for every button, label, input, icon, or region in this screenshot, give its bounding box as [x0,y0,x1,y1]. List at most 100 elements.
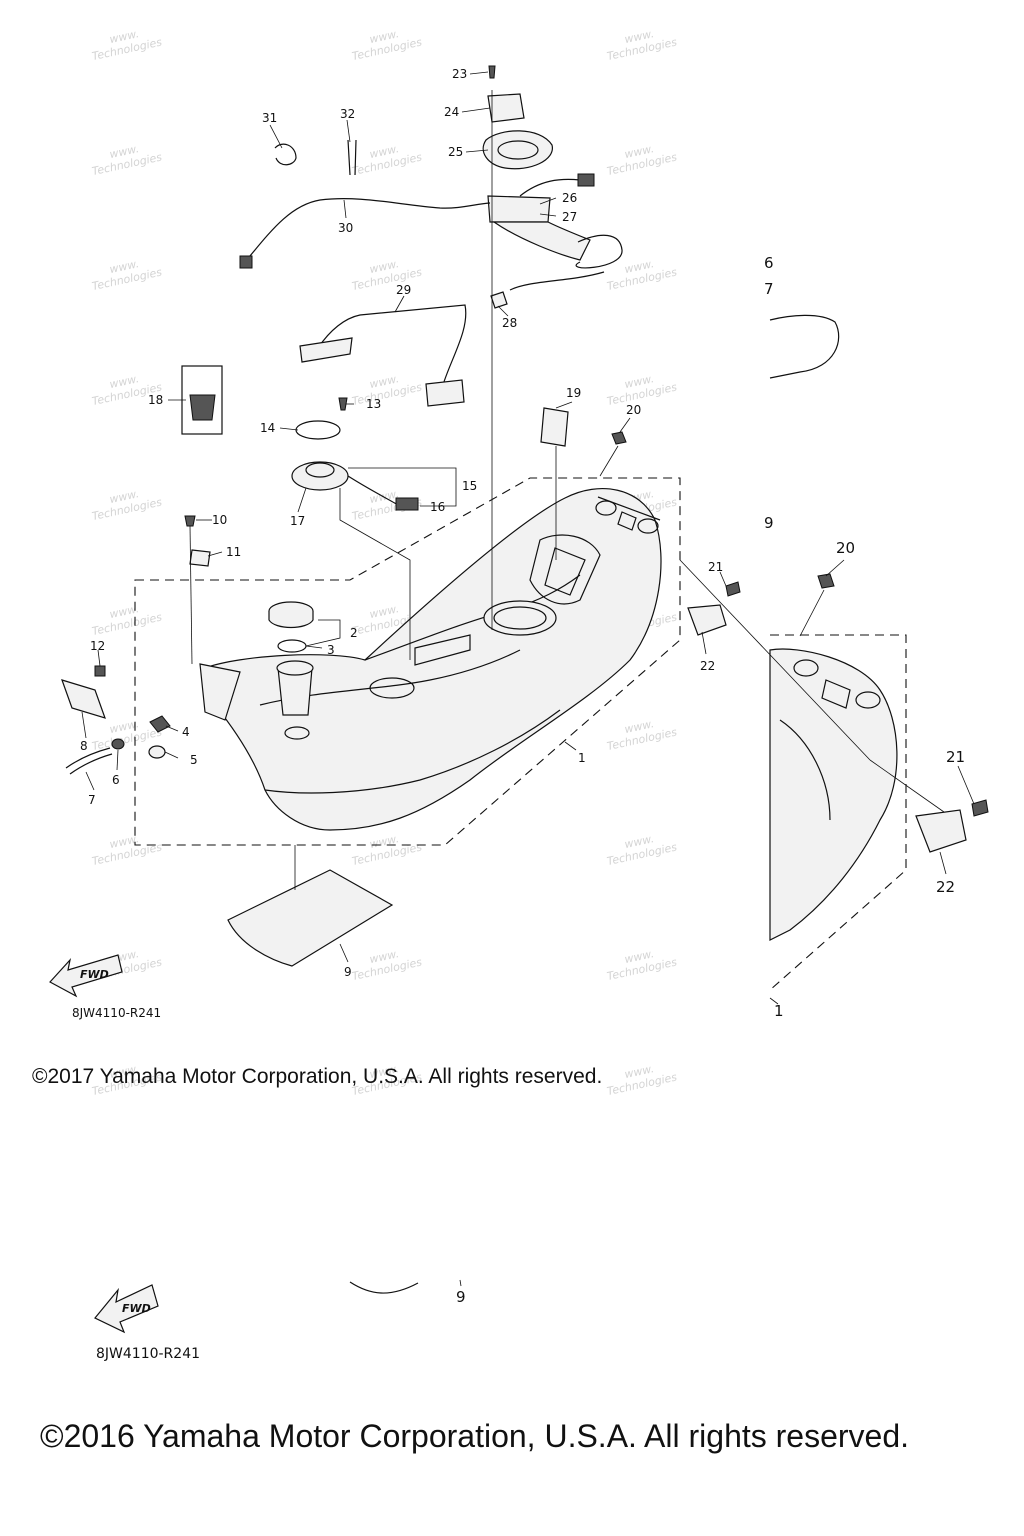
callout-2[interactable]: 2 [350,626,358,640]
tank-side-bracket [199,663,241,721]
callout-14[interactable]: 14 [260,421,275,435]
callout-20[interactable]: 20 [626,403,641,417]
pump-ring-inner [497,140,539,160]
callout-4[interactable]: 4 [182,725,190,739]
clamp-6 [111,738,125,750]
callout-1[interactable]: 1 [578,751,586,765]
detail-nut-20 [817,573,835,589]
diagram-code: 8JW4110-R241 [72,1006,161,1020]
screw-23 [488,65,496,79]
detail-bracket-22 [915,809,967,853]
watermark-line1: www. [623,372,655,391]
watermark-text: www.Technologies [603,943,678,983]
fuel-cock-fitting [149,715,171,733]
watermark-line1: www. [108,372,140,391]
copyright-2017: ©2017 Yamaha Motor Corporation, U.S.A. A… [32,1065,603,1088]
sender-gasket [295,420,341,440]
watermark-line1: www. [368,1062,400,1081]
callout-18[interactable]: 18 [148,393,163,407]
callout-31[interactable]: 31 [262,111,277,125]
cap-gasket [277,639,307,653]
callout-29[interactable]: 29 [396,283,411,297]
detail-callout-22[interactable]: 22 [936,878,955,896]
collar-11 [189,549,211,567]
watermark-text: www.Technologies [88,483,163,523]
callout-13[interactable]: 13 [366,397,381,411]
callout-23[interactable]: 23 [452,67,467,81]
lower-callout-9[interactable]: 9 [456,1288,466,1306]
fitting-28 [490,291,508,309]
callout-19[interactable]: 19 [566,386,581,400]
watermark-text: www.Technologies [603,828,678,868]
callout-5[interactable]: 5 [190,753,198,767]
watermark-text: www.Technologies [88,828,163,868]
fuel-sender-unit [291,461,419,511]
callout-15[interactable]: 15 [462,479,477,493]
fwd-label: FWD [80,968,109,981]
copyright-2016: ©2016 Yamaha Motor Corporation, U.S.A. A… [40,1418,910,1454]
callout-3[interactable]: 3 [327,643,335,657]
callout-16[interactable]: 16 [430,500,445,514]
watermark-text: www.Technologies [88,253,163,293]
bolt-10 [184,515,196,527]
detail-callout-20[interactable]: 20 [836,539,855,557]
edge-callout-9: 9 [764,514,774,532]
callout-9[interactable]: 9 [344,965,352,979]
watermark-text: www.Technologies [348,23,423,63]
watermark-line1: www. [623,142,655,161]
protector-plate [61,679,106,719]
clip-12 [94,665,106,677]
callout-labels: 1 2 3 4 5 6 7 8 9 10 11 12 13 14 15 16 1… [80,67,965,1306]
watermark-line1: www. [368,257,400,276]
watermark-text: www.Technologies [348,138,423,178]
watermark-line1: www. [368,372,400,391]
pump-cover [487,93,525,123]
fwd-arrow-icon: FWD [49,954,123,998]
callout-26[interactable]: 26 [562,191,577,205]
fwd-arrow-icon-lower: FWD [94,1284,159,1334]
relay-body [189,394,216,421]
watermark-line1: www. [623,717,655,736]
watermark-line1: www. [368,142,400,161]
callout-24[interactable]: 24 [444,105,459,119]
hose-clip-31 [274,143,297,166]
watermark-text: www.Technologies [88,598,163,638]
callout-25[interactable]: 25 [448,145,463,159]
watermark-text: www.Technologies [603,23,678,63]
watermark-line1: www. [623,257,655,276]
callout-6[interactable]: 6 [112,773,120,787]
nut-20 [611,431,627,445]
callout-27[interactable]: 27 [562,210,577,224]
detail-callout-1[interactable]: 1 [774,1002,784,1020]
callout-8[interactable]: 8 [80,739,88,753]
callout-22[interactable]: 22 [700,659,715,673]
caution-label [540,407,569,447]
vent-hose-29 [317,304,467,389]
watermark-line1: www. [108,1062,140,1081]
hose-pad-right [425,379,465,407]
watermark-text: www.Technologies [348,828,423,868]
callout-17[interactable]: 17 [290,514,305,528]
grommet [148,745,166,759]
leader-lines [81,71,975,1287]
watermark-line1: www. [623,27,655,46]
pump-ring [482,130,553,170]
callout-21[interactable]: 21 [708,560,723,574]
watermark-line1: www. [368,947,400,966]
callout-32[interactable]: 32 [340,107,355,121]
fuel-hose-30 [244,198,491,263]
detail-callout-21[interactable]: 21 [946,748,965,766]
watermark-line1: www. [108,717,140,736]
callout-12[interactable]: 12 [90,639,105,653]
watermark-line1: www. [108,142,140,161]
callout-28[interactable]: 28 [502,316,517,330]
callout-7[interactable]: 7 [88,793,96,807]
watermark-text: www.Technologies [88,23,163,63]
callout-11[interactable]: 11 [226,545,241,559]
callout-10[interactable]: 10 [212,513,227,527]
watermark-text: www.Technologies [603,253,678,293]
fuel-cap [268,601,314,629]
callout-30[interactable]: 30 [338,221,353,235]
hose-connector [239,255,253,269]
watermark-text: www.Technologies [603,713,678,753]
